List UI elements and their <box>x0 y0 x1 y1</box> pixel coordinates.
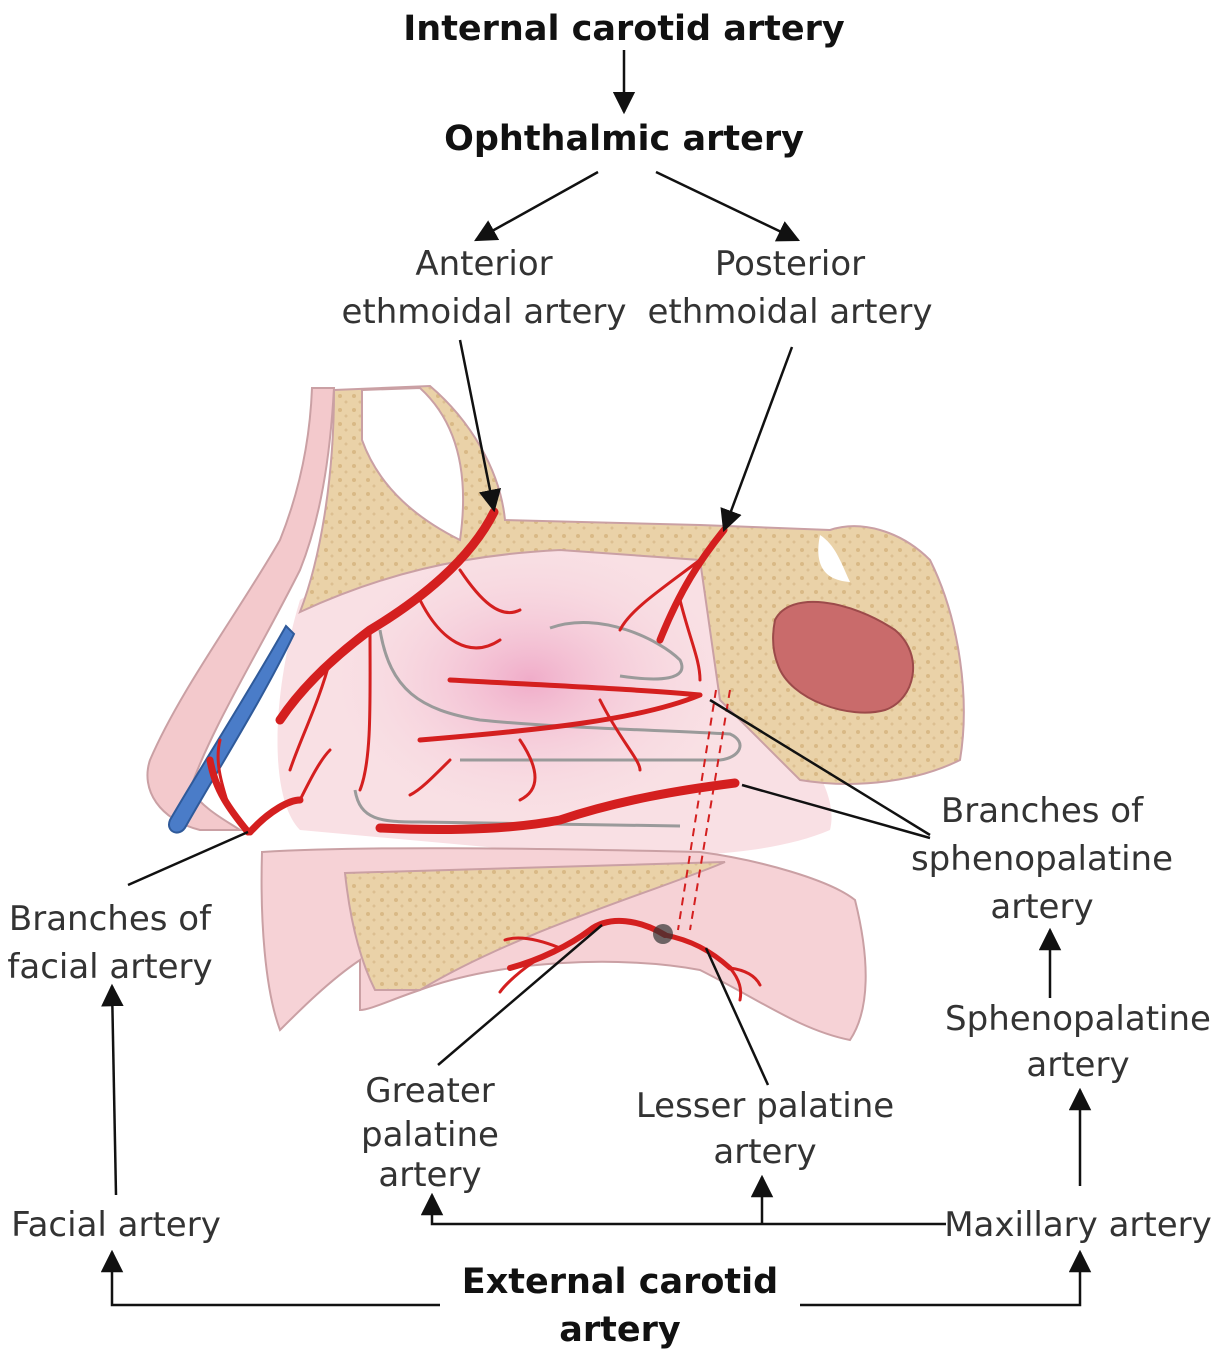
arrow-external-to-maxillary <box>800 1252 1080 1305</box>
external-carotid-label-line1: External carotid <box>462 1262 778 1302</box>
line-facial-branch <box>128 832 248 885</box>
facial-artery-label: Facial artery <box>11 1205 221 1245</box>
lesser-palatine-label-line1: Lesser palatine <box>636 1086 894 1126</box>
ophthalmic-label: Ophthalmic artery <box>444 119 804 159</box>
maxillary-artery-label: Maxillary artery <box>944 1205 1212 1245</box>
posterior-ethmoidal-label-line2: ethmoidal artery <box>648 292 933 332</box>
anterior-ethmoidal-label-line2: ethmoidal artery <box>342 292 627 332</box>
branches-spheno-label-line1: Branches of <box>941 791 1144 831</box>
external-carotid-label-line2: artery <box>559 1310 681 1350</box>
arrow-facial-to-branches <box>112 986 116 1195</box>
branches-facial-label-line2: facial artery <box>7 947 212 987</box>
sphenopalatine-label-line2: artery <box>1026 1045 1129 1085</box>
greater-palatine-label-line1: Greater <box>365 1071 495 1111</box>
branches-spheno-label-line2: sphenopalatine <box>911 839 1173 879</box>
line-maxillary-to-palatine <box>432 1195 946 1224</box>
greater-palatine-label-line2: palatine <box>361 1115 499 1155</box>
branches-facial-label-line1: Branches of <box>9 899 212 939</box>
arrow-ophthalmic-to-anterior <box>476 172 598 240</box>
posterior-ethmoidal-label-line1: Posterior <box>715 244 865 284</box>
nasal-anatomy-illustration <box>147 386 963 1040</box>
greater-palatine-label-line3: artery <box>378 1155 481 1195</box>
lesser-palatine-label-line2: artery <box>713 1132 816 1172</box>
internal-carotid-label: Internal carotid artery <box>403 9 845 49</box>
anterior-ethmoidal-label-line1: Anterior <box>415 244 552 284</box>
arrow-posterior-to-artery <box>724 347 792 530</box>
palatine-foramen <box>653 924 673 944</box>
arrow-external-to-facial <box>112 1252 440 1305</box>
arrow-ophthalmic-to-posterior <box>656 172 798 240</box>
sphenopalatine-label-line1: Sphenopalatine <box>945 999 1211 1039</box>
branches-spheno-label-line3: artery <box>990 887 1093 927</box>
